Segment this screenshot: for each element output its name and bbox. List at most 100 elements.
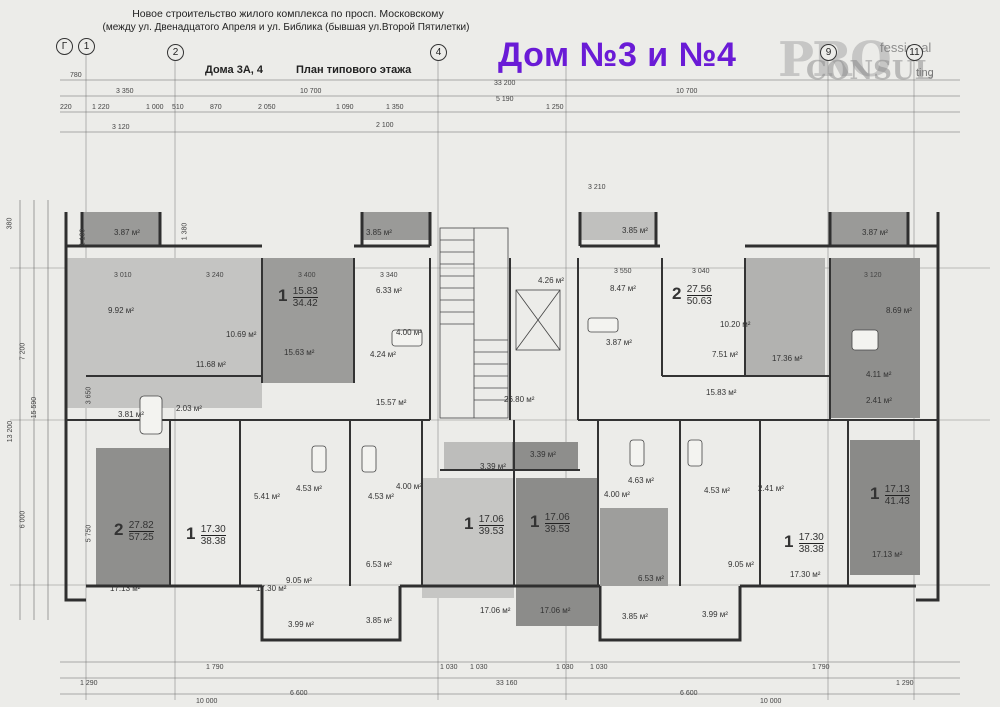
room-area: 2.03 м²: [176, 404, 202, 413]
dim-text: 2 050: [258, 104, 276, 111]
room-area: 9.92 м²: [108, 306, 134, 315]
room-area: 4.53 м²: [296, 484, 322, 493]
room-area: 3.99 м²: [288, 620, 314, 629]
dim-text: 10 000: [196, 698, 218, 705]
room-area: 6.53 м²: [638, 574, 664, 583]
dimension-lines-left: [19, 200, 49, 620]
apartment-rooms: 2: [672, 284, 682, 303]
room-area: 26.80 м²: [504, 395, 535, 404]
room-area: 11.68 м²: [196, 360, 226, 369]
apartment-living-area: 17.06: [544, 512, 570, 524]
dim-text: 7 200: [19, 342, 27, 361]
room-area: 17.36 м²: [772, 354, 803, 363]
apartment-living-area: 15.83: [292, 286, 318, 298]
internal-walls: [66, 258, 938, 586]
apartment-rooms: 1: [530, 512, 540, 531]
plan-name: План типового этажа: [296, 64, 412, 76]
room-area: 3.99 м²: [702, 610, 728, 619]
dim-text: 3 240: [206, 272, 224, 279]
apartment-total-area: 41.43: [884, 496, 910, 507]
apartment-living-area: 17.30: [200, 524, 226, 536]
dim-text: 1 180: [79, 228, 87, 247]
dim-text: 1 030: [556, 664, 574, 671]
dim-text: 1 090: [336, 104, 354, 111]
dim-text: 3 340: [380, 272, 398, 279]
axis-marker: 2: [167, 44, 184, 61]
apartment-total-area: 57.25: [128, 532, 154, 543]
outer-walls: [64, 212, 940, 642]
dimension-lines-top: [60, 79, 960, 133]
room-area: 3.39 м²: [480, 462, 506, 471]
apartment-rooms: 1: [870, 484, 880, 503]
house-title: Дом №3 и №4: [498, 36, 737, 74]
room-area: 3.85 м²: [622, 226, 648, 235]
room-area: 17.30 м²: [790, 570, 821, 579]
apartment-label: 1 17.06 39.53: [530, 512, 570, 535]
room-area: 4.53 м²: [704, 486, 730, 495]
apartment-total-area: 50.63: [686, 296, 712, 307]
room-area: 4.63 м²: [628, 476, 654, 485]
room-area: 8.47 м²: [610, 284, 636, 293]
building-label: Дома 3А, 4: [205, 64, 264, 76]
dim-text: 6 000: [19, 510, 27, 529]
room-area: 10.20 м²: [720, 320, 751, 329]
dim-text: 220: [60, 104, 72, 111]
axis-marker: 11: [906, 44, 923, 61]
apartment-label: 1 17.30 38.38: [186, 524, 226, 547]
dim-text: 3 550: [614, 268, 632, 275]
watermark-consul: CONSUL: [806, 56, 933, 86]
dim-text: 870: [210, 104, 222, 111]
axis-marker: Г: [56, 38, 73, 55]
apartment-total-area: 39.53: [478, 526, 504, 537]
room-area: 4.00 м²: [604, 490, 630, 499]
dim-text: 1 290: [80, 680, 98, 687]
watermark-pro: PRO: [778, 32, 892, 88]
dim-text: 780: [70, 72, 82, 79]
apartment-rooms: 1: [784, 532, 794, 551]
dim-text: 1 790: [206, 664, 224, 671]
dim-text: 3 120: [112, 124, 130, 131]
room-area: 6.53 м²: [366, 560, 392, 569]
apartment-label: 1 17.13 41.43: [870, 484, 910, 507]
dim-text: 380: [6, 217, 14, 230]
room-area: 3.85 м²: [622, 612, 648, 621]
apartment-label: 2 27.56 50.63: [672, 284, 712, 307]
apartment-label: 1 15.83 34.42: [278, 286, 318, 309]
dim-text: 1 380: [181, 222, 189, 241]
apartment-living-area: 17.06: [478, 514, 504, 526]
dim-text: 1 030: [440, 664, 458, 671]
dim-text: 6 600: [290, 690, 308, 697]
watermark-logo: PRO fessional CONSUL ting: [778, 32, 934, 88]
room-area: 10.69 м²: [226, 330, 257, 339]
dim-text: 3 120: [864, 272, 882, 279]
room-area: 17.06 м²: [480, 606, 511, 615]
room-area: 3.87 м²: [606, 338, 632, 347]
dim-text: 3 650: [85, 386, 93, 405]
room-area: 3.85 м²: [366, 228, 392, 237]
room-area: 4.11 м²: [866, 370, 892, 379]
dim-text: 10 700: [300, 88, 322, 95]
room-area: 3.87 м²: [862, 228, 888, 237]
room-area: 17.13 м²: [110, 584, 141, 593]
watermark-ting: ting: [916, 67, 934, 79]
room-area: 17.13 м²: [872, 550, 903, 559]
stair: [439, 227, 561, 419]
dim-text: 33 200: [494, 80, 516, 87]
apartment-living-area: 17.13: [884, 484, 910, 496]
axis-marker: 1: [78, 38, 95, 55]
apartment-rooms: 1: [278, 286, 288, 305]
dim-text: 10 700: [676, 88, 698, 95]
axis-marker: 9: [820, 44, 837, 61]
apartment-rooms: 1: [464, 514, 474, 533]
dim-text: 6 600: [680, 690, 698, 697]
apartment-rooms: 2: [114, 520, 124, 539]
room-area: 3.85 м²: [366, 616, 392, 625]
room-area: 4.24 м²: [370, 350, 396, 359]
apartment-living-area: 27.56: [686, 284, 712, 296]
room-area: 17.06 м²: [540, 606, 571, 615]
room-area: 8.69 м²: [886, 306, 912, 315]
room-area: 15.83 м²: [706, 388, 737, 397]
dim-text: 1 000: [146, 104, 164, 111]
apartment-total-area: 38.38: [798, 544, 824, 555]
